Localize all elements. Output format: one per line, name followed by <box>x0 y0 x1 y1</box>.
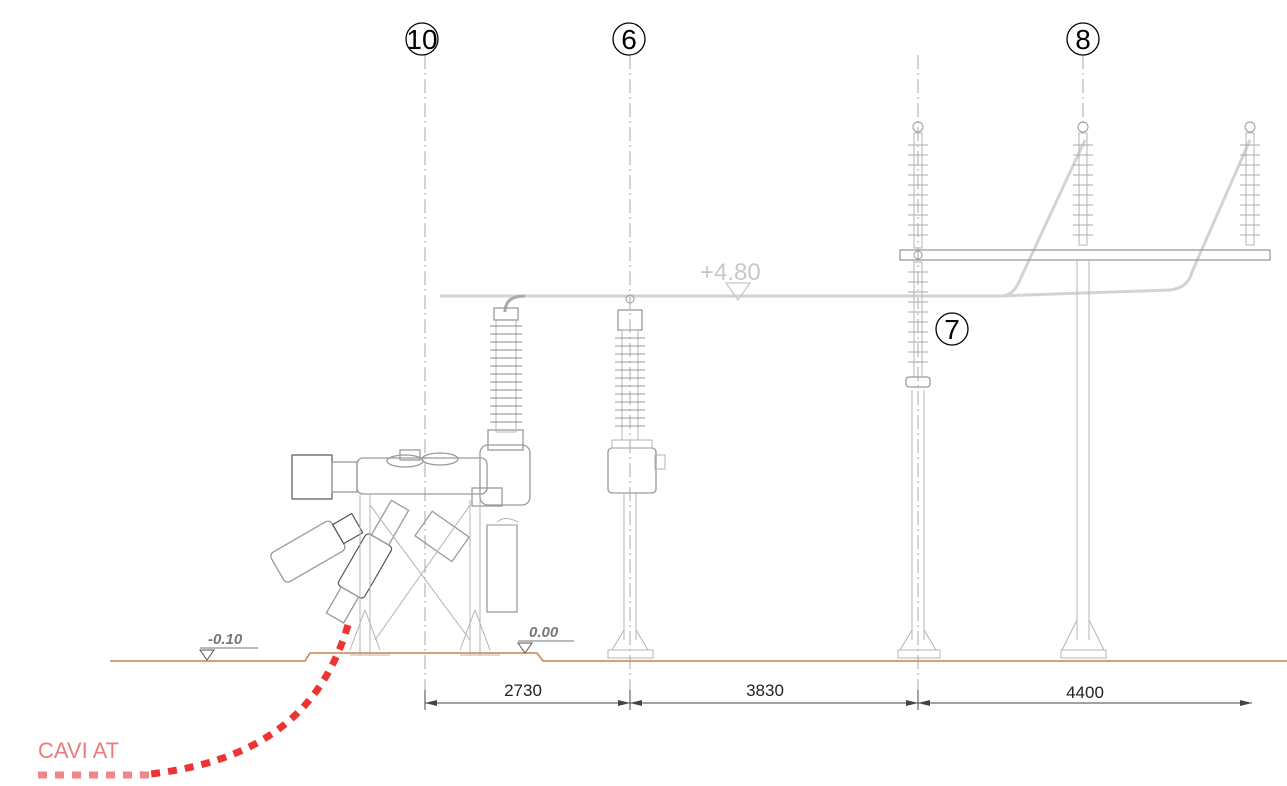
surge-arrester-support <box>897 121 941 659</box>
level-label-left: -0.10 <box>208 631 243 648</box>
level-label-right: 0.00 <box>529 624 559 641</box>
dimension-line: 2730 3830 4400 <box>424 681 1252 710</box>
ref-bubble-8: 8 <box>1066 22 1100 56</box>
ref-bubble-7: 7 <box>935 312 969 346</box>
hybrid-switchgear-module <box>270 307 531 656</box>
busbar-conductor: +4.80 <box>440 139 1252 313</box>
dimension-2730: 2730 <box>504 681 542 700</box>
reference-bubbles: 10 6 8 7 <box>405 22 1100 346</box>
busbar-level-marker <box>724 282 752 302</box>
ref-bubble-6: 6 <box>612 22 646 56</box>
ref-label-8: 8 <box>1075 24 1091 55</box>
ref-label-7: 7 <box>944 314 960 345</box>
ref-label-10: 10 <box>406 24 437 55</box>
ref-label-6: 6 <box>621 24 637 55</box>
gantry-structure <box>899 121 1271 659</box>
dimension-3830: 3830 <box>746 681 784 700</box>
dimension-4400: 4400 <box>1066 683 1104 702</box>
ref-bubble-10: 10 <box>405 22 439 56</box>
level-marker-right: 0.00 <box>517 624 574 654</box>
cable-label: CAVI AT <box>38 738 119 763</box>
axis-lines <box>424 55 1084 705</box>
current-transformer <box>607 294 666 659</box>
ground-line <box>110 652 1287 662</box>
busbar-level-label: +4.80 <box>700 259 761 286</box>
level-marker-left: -0.10 <box>199 631 258 661</box>
hv-cable-route: CAVI AT <box>38 624 352 779</box>
